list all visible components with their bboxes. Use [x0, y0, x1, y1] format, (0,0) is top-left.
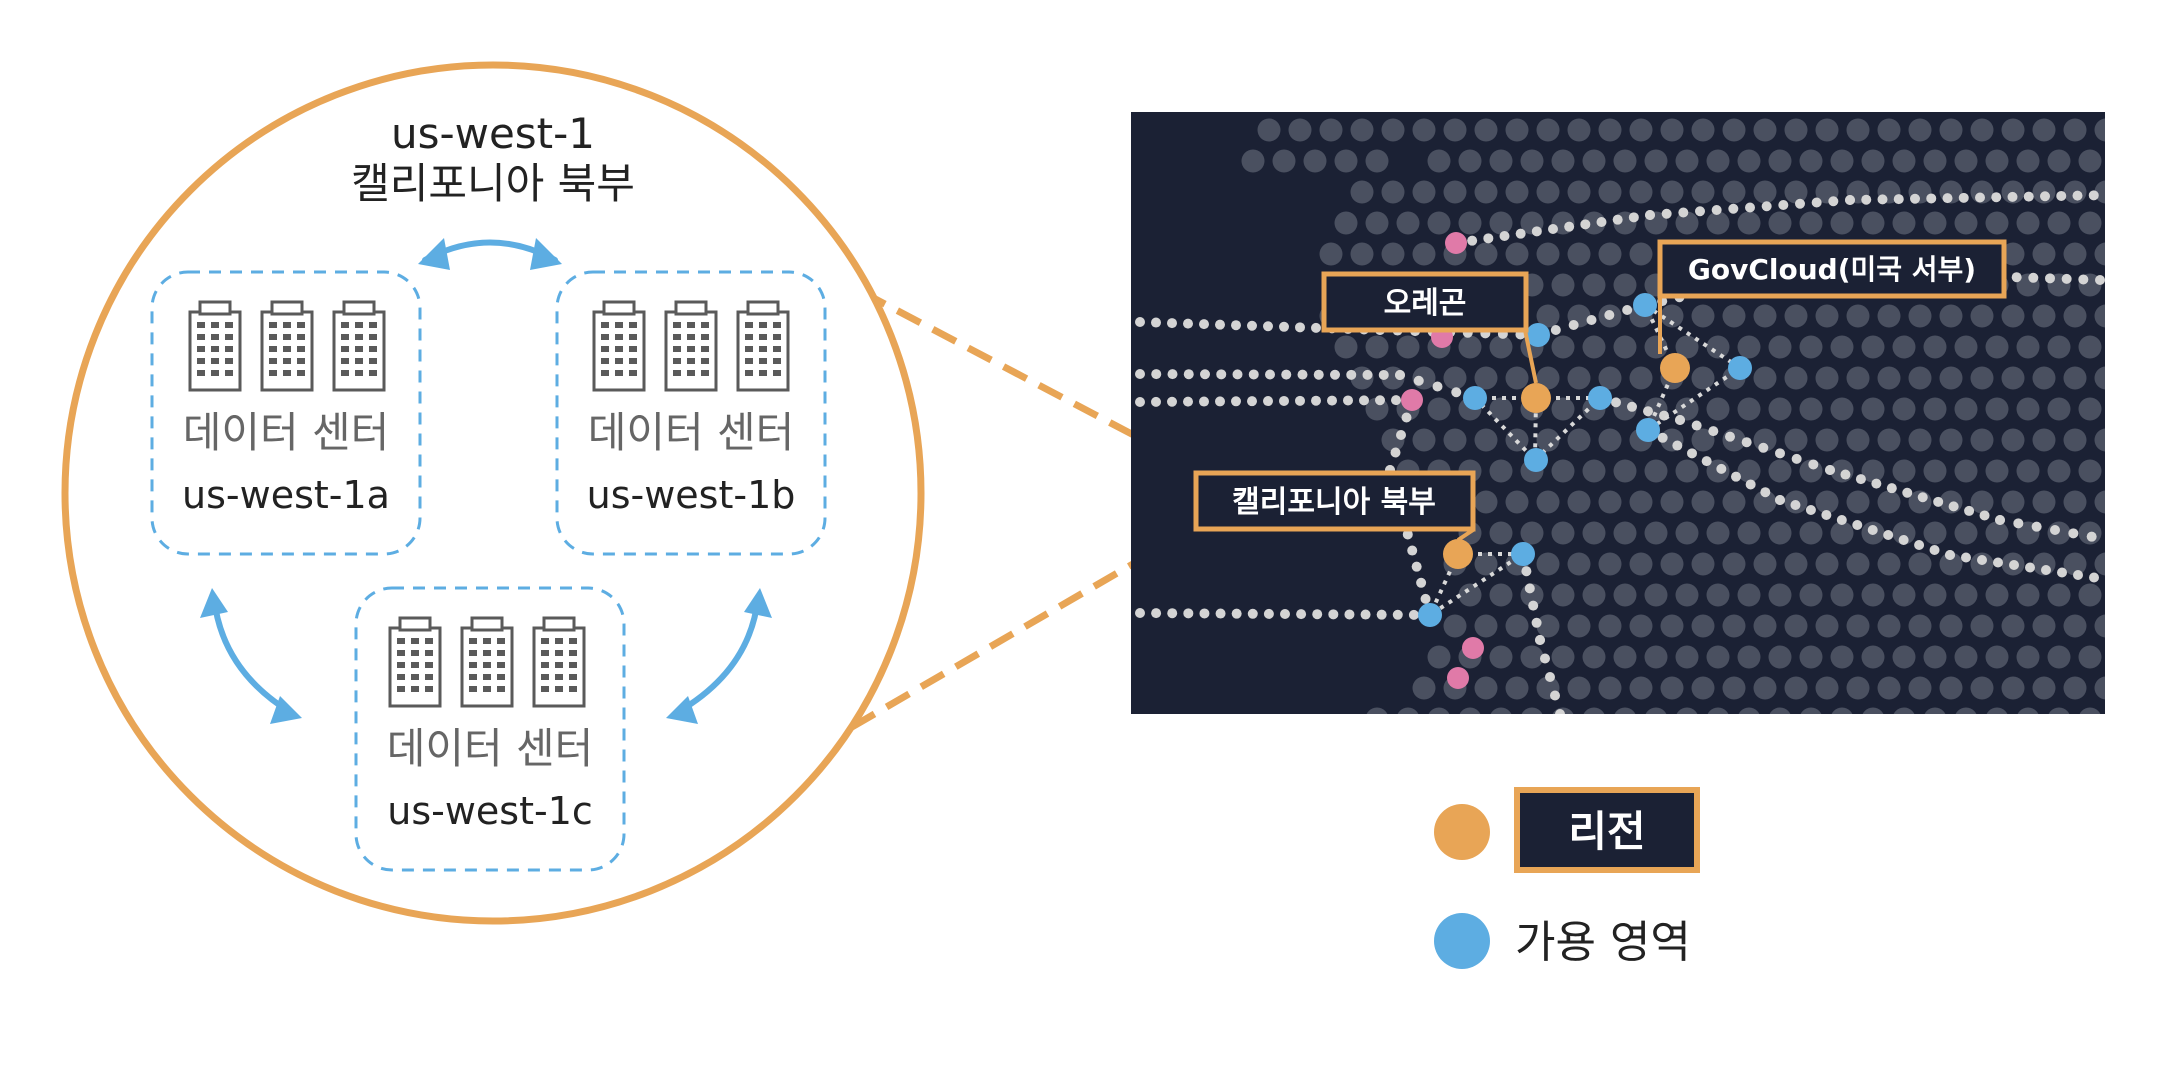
region-code: us-west-1: [391, 109, 595, 158]
building-icon: [736, 300, 790, 392]
az-dots: [1418, 293, 1752, 627]
legend-az-label: 가용 영역: [1515, 917, 1691, 968]
svg-text:캘리포니아 북부: 캘리포니아 북부: [1232, 485, 1436, 520]
building-icon: [664, 300, 718, 392]
region-legend-icon: [1434, 804, 1490, 860]
zone-label: us-west-1a: [182, 473, 390, 517]
datacenter-c: 데이터 센터 us-west-1c: [354, 586, 626, 872]
zone-label: us-west-1b: [587, 473, 796, 517]
datacenter-label: 데이터 센터: [183, 408, 390, 457]
connector-line: [860, 288, 1202, 474]
legend-region-label: 리전: [1568, 807, 1645, 856]
building-icon: [460, 616, 514, 708]
datacenter-label: 데이터 센터: [588, 408, 795, 457]
svg-text:GovCloud(미국 서부): GovCloud(미국 서부): [1688, 253, 1976, 286]
region-dots: [1443, 353, 1690, 569]
label-california: 캘리포니아 북부: [1193, 470, 1476, 532]
svg-text:오레곤: 오레곤: [1384, 286, 1467, 321]
datacenter-b: 데이터 센터 us-west-1b: [555, 270, 827, 556]
building-icon: [332, 300, 386, 392]
building-icon: [532, 616, 586, 708]
building-icon: [592, 300, 646, 392]
az-legend-icon: [1434, 913, 1490, 969]
legend: 리전 가용 영역: [1434, 787, 1700, 969]
region-name: 캘리포니아 북부: [351, 159, 635, 208]
datacenter-a: 데이터 센터 us-west-1a: [150, 270, 422, 556]
label-oregon: 오레곤: [1321, 271, 1529, 333]
zone-label: us-west-1c: [387, 789, 593, 833]
building-icon: [388, 616, 442, 708]
building-icon: [260, 300, 314, 392]
building-icon: [188, 300, 242, 392]
label-govcloud: GovCloud(미국 서부): [1657, 239, 2007, 299]
datacenter-label: 데이터 센터: [387, 724, 594, 773]
